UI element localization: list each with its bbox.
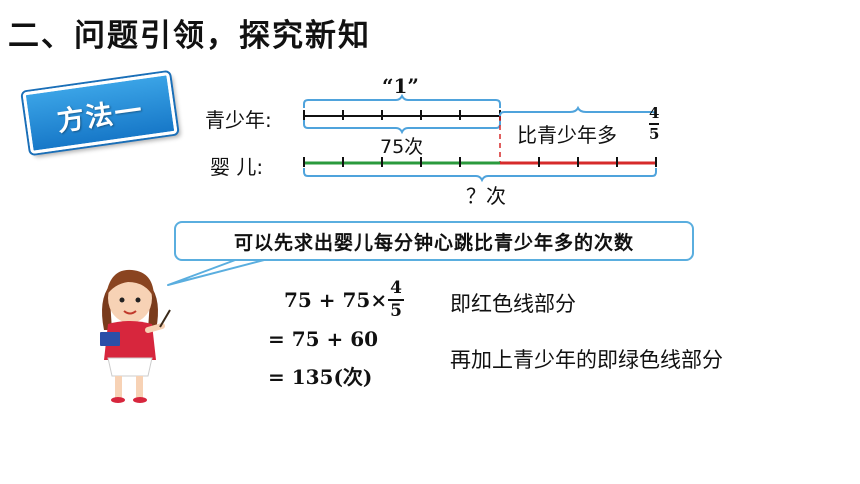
calc-fraction-den: 5 <box>390 301 402 321</box>
teen-label: 青少年: <box>205 108 272 132</box>
teen-count-label: 75次 <box>380 136 424 158</box>
more-fraction-den: 5 <box>649 125 660 143</box>
page-title: 二、问题引领，探究新知 <box>8 18 371 54</box>
more-brace <box>499 105 657 117</box>
speech-bubble: 可以先求出婴儿每分钟心跳比青少年多的次数 <box>174 221 694 261</box>
one-label: “1” <box>382 74 419 98</box>
more-fraction: 4 5 <box>649 104 660 143</box>
one-brace <box>303 93 501 108</box>
teen-count-brace <box>303 120 501 135</box>
green-part-note: 再加上青少年的即绿色线部分 <box>450 348 723 372</box>
calc-line-3: = 135(次) <box>268 365 373 389</box>
more-fraction-num: 4 <box>649 104 660 122</box>
calc-line-1: 75 + 75× <box>284 288 388 312</box>
more-label: 比青少年多 <box>517 123 617 147</box>
bubble-tail <box>167 258 269 286</box>
baby-label: 婴 儿: <box>210 155 264 179</box>
calc-fraction-num: 4 <box>390 278 402 298</box>
total-question-label: ？次 <box>466 184 506 208</box>
baby-ticks <box>303 157 657 167</box>
speech-bubble-text: 可以先求出婴儿每分钟心跳比青少年多的次数 <box>233 231 634 254</box>
calc-line-2: = 75 + 60 <box>268 327 379 351</box>
red-part-note: 即红色线部分 <box>450 292 576 316</box>
teen-ticks <box>303 110 501 120</box>
teacher-illustration <box>100 269 171 403</box>
calc-fraction: 4 5 <box>388 280 404 320</box>
total-brace <box>303 168 657 183</box>
